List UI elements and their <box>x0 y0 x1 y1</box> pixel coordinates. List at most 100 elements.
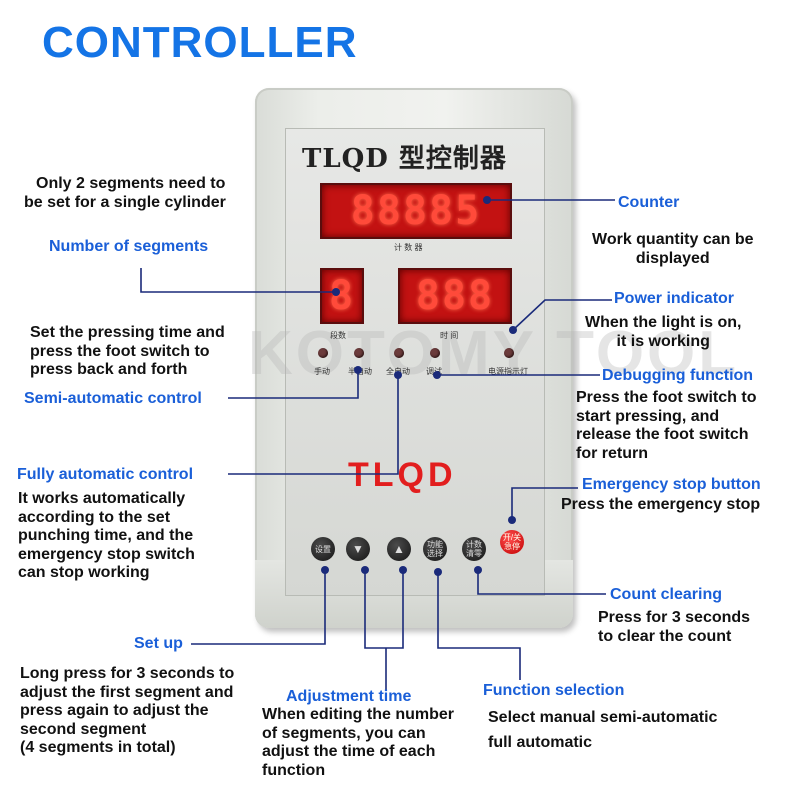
dot-counter <box>483 196 491 204</box>
debugging-desc-line: for return <box>576 444 648 462</box>
power-desc-line: When the light is on, <box>585 314 742 331</box>
indicator-label-manual: 手动 <box>314 367 330 376</box>
function-desc-line: full automatic <box>488 733 593 751</box>
adjustment-desc-line: adjust the time of each <box>262 743 436 760</box>
segments-display: 8 <box>320 268 364 324</box>
pressing-note-line: press back and forth <box>30 361 188 378</box>
brand-logo: TLQD <box>348 456 457 494</box>
fully-auto-desc-line: It works automatically <box>18 490 186 507</box>
set-up-desc-line: (4 segments in total) <box>20 739 176 756</box>
indicator-label-debug: 调试 <box>426 367 442 376</box>
line-full-auto <box>228 375 399 475</box>
count-clearing-desc: Press for 3 seconds to clear the count <box>598 609 750 646</box>
dot-adjust-down <box>361 566 369 574</box>
count-clearing-label: Count clearing <box>610 586 723 603</box>
debugging-label: Debugging function <box>602 367 754 384</box>
debugging-desc: Press the foot switch to start pressing,… <box>576 389 756 463</box>
led-full-auto <box>394 348 404 358</box>
set-up-desc-line: second segment <box>20 720 147 738</box>
adjustment-time-label: Adjustment time <box>286 688 412 705</box>
count-clearing-desc-line: to clear the count <box>598 627 732 645</box>
emergency-stop-label: Emergency stop button <box>582 476 761 493</box>
set-up-desc-line: adjust the first segment and <box>20 683 234 701</box>
led-semi-auto <box>354 348 364 358</box>
line-num-segments <box>140 268 336 293</box>
segments-caption: 段数 <box>330 331 346 340</box>
dot-debug <box>433 371 441 379</box>
segments-note: Only 2 segments need to be set for a sin… <box>24 175 226 212</box>
line-function <box>437 572 521 680</box>
counter-label: Counter <box>618 194 680 211</box>
fully-auto-label: Fully automatic control <box>17 466 194 483</box>
emergency-desc: Press the emergency stop <box>561 496 761 513</box>
dot-count-clearing <box>474 566 482 574</box>
pressing-note-line: Set the pressing time and <box>30 324 225 341</box>
pressing-note: Set the pressing time and press the foot… <box>30 324 225 380</box>
fully-auto-desc-line: punching time, and the <box>18 527 194 544</box>
dot-adjust-up <box>399 566 407 574</box>
counter-display-digits: 88885 <box>350 188 482 234</box>
device-model-title: TLQD 型控制器 <box>302 144 507 174</box>
line-set-up <box>191 570 326 645</box>
count-clearing-desc-line: Press for 3 seconds <box>598 609 751 626</box>
counter-desc: Work quantity can be displayed <box>592 231 754 268</box>
set-up-desc-line: press again to adjust the <box>20 702 209 719</box>
line-power <box>512 299 612 331</box>
led-debug <box>430 348 440 358</box>
dot-semi-auto <box>354 366 362 374</box>
watermark: KOTOMY TOOL <box>248 319 740 388</box>
fully-auto-desc-line: according to the set <box>18 508 171 526</box>
function-desc-line: Select manual semi-automatic <box>488 709 718 726</box>
line-emergency <box>511 487 578 520</box>
counter-caption: 计 数 器 <box>394 243 423 252</box>
dot-emergency <box>508 516 516 524</box>
count-clear-button[interactable]: 计数 清零 <box>462 537 486 561</box>
dot-full-auto <box>394 371 402 379</box>
set-up-desc-line: Long press for 3 seconds to <box>20 665 235 682</box>
set-up-desc: Long press for 3 seconds to adjust the f… <box>20 665 234 758</box>
dot-function <box>434 568 442 576</box>
time-display: 888 <box>398 268 512 324</box>
adjustment-desc-line: function <box>262 761 326 779</box>
counter-desc-line: Work quantity can be <box>592 231 754 248</box>
page-title: CONTROLLER <box>42 18 358 67</box>
down-button[interactable]: ▼ <box>346 537 370 561</box>
debugging-desc-line: Press the foot switch to <box>576 389 757 406</box>
dot-num-segments <box>332 288 340 296</box>
segments-display-digit: 8 <box>328 273 356 319</box>
adjustment-desc: When editing the number of segments, you… <box>262 706 454 780</box>
adjustment-desc-line: When editing the number <box>262 706 454 723</box>
function-desc: Select manual semi-automatic full automa… <box>488 709 717 752</box>
function-select-button[interactable]: 功能 选择 <box>423 537 447 561</box>
segments-note-line: be set for a single cylinder <box>24 193 226 211</box>
semi-auto-label: Semi-automatic control <box>24 390 202 407</box>
up-button[interactable]: ▲ <box>387 537 411 561</box>
dot-set-up <box>321 566 329 574</box>
pressing-note-line: press the foot switch to <box>30 342 210 360</box>
line-semi-auto <box>228 370 359 399</box>
segments-note-line: Only 2 segments need to <box>36 175 226 192</box>
adjustment-desc-line: of segments, you can <box>262 724 426 742</box>
counter-display: 88885 <box>320 183 512 239</box>
line-count-clearing <box>477 570 606 595</box>
fully-auto-desc: It works automatically according to the … <box>18 490 195 583</box>
emergency-stop-button[interactable]: 开/关 急停 <box>500 530 524 554</box>
counter-desc-line: displayed <box>635 249 710 267</box>
indicator-label-power: 电源指示灯 <box>488 367 528 376</box>
line-adjustment <box>364 570 404 649</box>
debugging-desc-line: release the foot switch <box>576 426 749 443</box>
power-desc-line: it is working <box>616 332 710 350</box>
debugging-desc-line: start pressing, and <box>576 407 720 425</box>
fully-auto-desc-line: can stop working <box>18 564 150 581</box>
led-power <box>504 348 514 358</box>
set-up-label: Set up <box>134 635 183 652</box>
power-desc: When the light is on, it is working <box>585 314 741 351</box>
time-display-digits: 888 <box>415 273 495 319</box>
set-button[interactable]: 设置 <box>311 537 335 561</box>
function-selection-label: Function selection <box>483 682 625 699</box>
led-manual <box>318 348 328 358</box>
power-indicator-label: Power indicator <box>614 290 735 307</box>
time-caption: 时 间 <box>440 331 459 340</box>
dot-power <box>509 326 517 334</box>
